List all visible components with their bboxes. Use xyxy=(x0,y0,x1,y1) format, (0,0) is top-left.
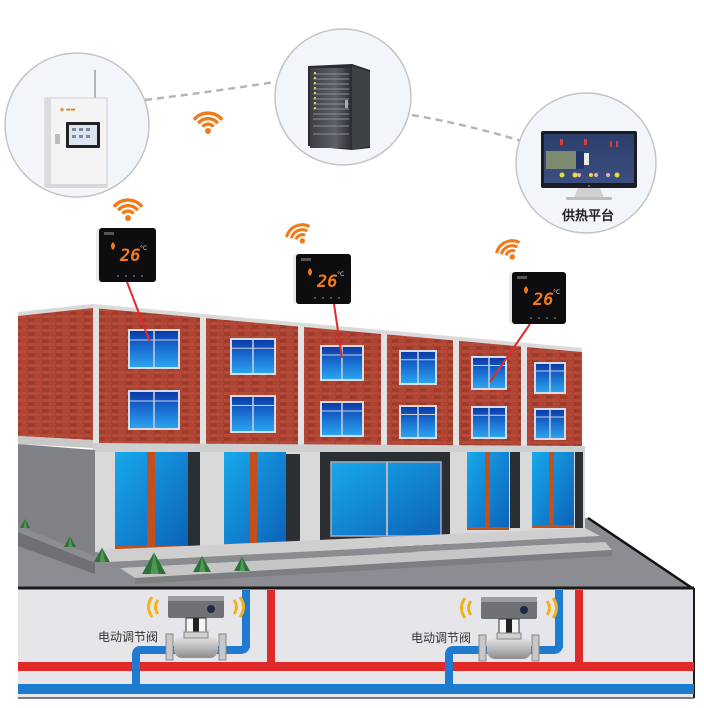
shrub xyxy=(193,555,211,572)
shrub xyxy=(94,547,110,562)
underground-section xyxy=(18,586,695,699)
brick-facade-left xyxy=(18,306,93,440)
upper-windows xyxy=(128,329,566,440)
temperature-unit: °C xyxy=(140,245,147,252)
heating-platform-label: 供热平台 xyxy=(562,209,615,224)
wifi-icon xyxy=(112,198,144,221)
shop-window xyxy=(532,452,574,528)
window xyxy=(320,401,364,437)
supply-main-pipe xyxy=(18,662,694,671)
building xyxy=(18,304,693,590)
temperature-display: 26 xyxy=(316,272,337,292)
node-heating-platform[interactable] xyxy=(515,92,657,234)
supply-riser xyxy=(267,590,275,665)
window xyxy=(471,356,507,390)
supply-riser xyxy=(575,590,583,665)
shrub xyxy=(64,536,76,547)
signal-wave-icon xyxy=(154,599,160,615)
shrubs xyxy=(20,519,250,574)
thermostat[interactable]: 26°C xyxy=(96,228,156,282)
wifi-icon xyxy=(192,111,224,134)
electric-valve[interactable] xyxy=(460,597,558,662)
window xyxy=(471,406,507,439)
node-control-cabinet[interactable]: ◉ ▬▬ xyxy=(4,52,150,198)
network-links xyxy=(144,80,529,145)
return-main-pipe xyxy=(18,684,694,694)
window xyxy=(230,395,276,433)
valve-label: 电动调节阀 xyxy=(411,631,472,645)
window xyxy=(534,408,566,440)
dashed-link-server-platform xyxy=(411,113,529,145)
valve-label: 电动调节阀 xyxy=(98,630,159,644)
wifi-icon xyxy=(285,223,311,244)
thermostat[interactable]: 26°C xyxy=(293,254,351,304)
signal-wave-icon xyxy=(545,600,551,616)
electric-valve[interactable] xyxy=(147,596,245,661)
flame-icon xyxy=(111,242,115,250)
temperature-display: 26 xyxy=(119,246,140,266)
window xyxy=(534,362,566,394)
link-line xyxy=(333,303,343,359)
monitor-icon xyxy=(541,131,637,200)
shrub xyxy=(234,556,250,571)
link-line xyxy=(126,281,151,343)
svg-text:◉ ▬▬: ◉ ▬▬ xyxy=(60,107,76,113)
temperature-display: 26 xyxy=(532,290,553,310)
window xyxy=(230,338,276,375)
entrance-doors xyxy=(330,461,442,537)
indicator-light xyxy=(520,606,528,614)
wifi-icon xyxy=(495,239,521,260)
window xyxy=(128,329,180,369)
shrub xyxy=(20,519,30,528)
shrub xyxy=(142,552,166,574)
shop-window xyxy=(224,452,286,546)
step xyxy=(95,528,600,562)
server-rack-icon xyxy=(308,64,370,150)
window xyxy=(320,345,364,381)
dashed-link-controller-server xyxy=(144,80,276,102)
node-server-rack[interactable] xyxy=(274,28,412,166)
thermostat[interactable]: 26°C xyxy=(509,272,566,324)
indicator-light xyxy=(207,605,215,613)
window xyxy=(399,350,437,385)
temperature-unit: °C xyxy=(337,271,344,278)
signal-wave-icon xyxy=(232,599,238,615)
shop-window xyxy=(115,452,188,549)
temperature-unit: °C xyxy=(553,289,560,296)
window xyxy=(399,405,437,439)
link-line xyxy=(489,323,531,383)
window xyxy=(128,390,180,430)
flame-icon xyxy=(308,268,312,276)
signal-wave-icon xyxy=(467,600,473,616)
flame-icon xyxy=(524,286,528,294)
shop-window xyxy=(467,452,509,530)
wifi-signals xyxy=(112,111,521,260)
